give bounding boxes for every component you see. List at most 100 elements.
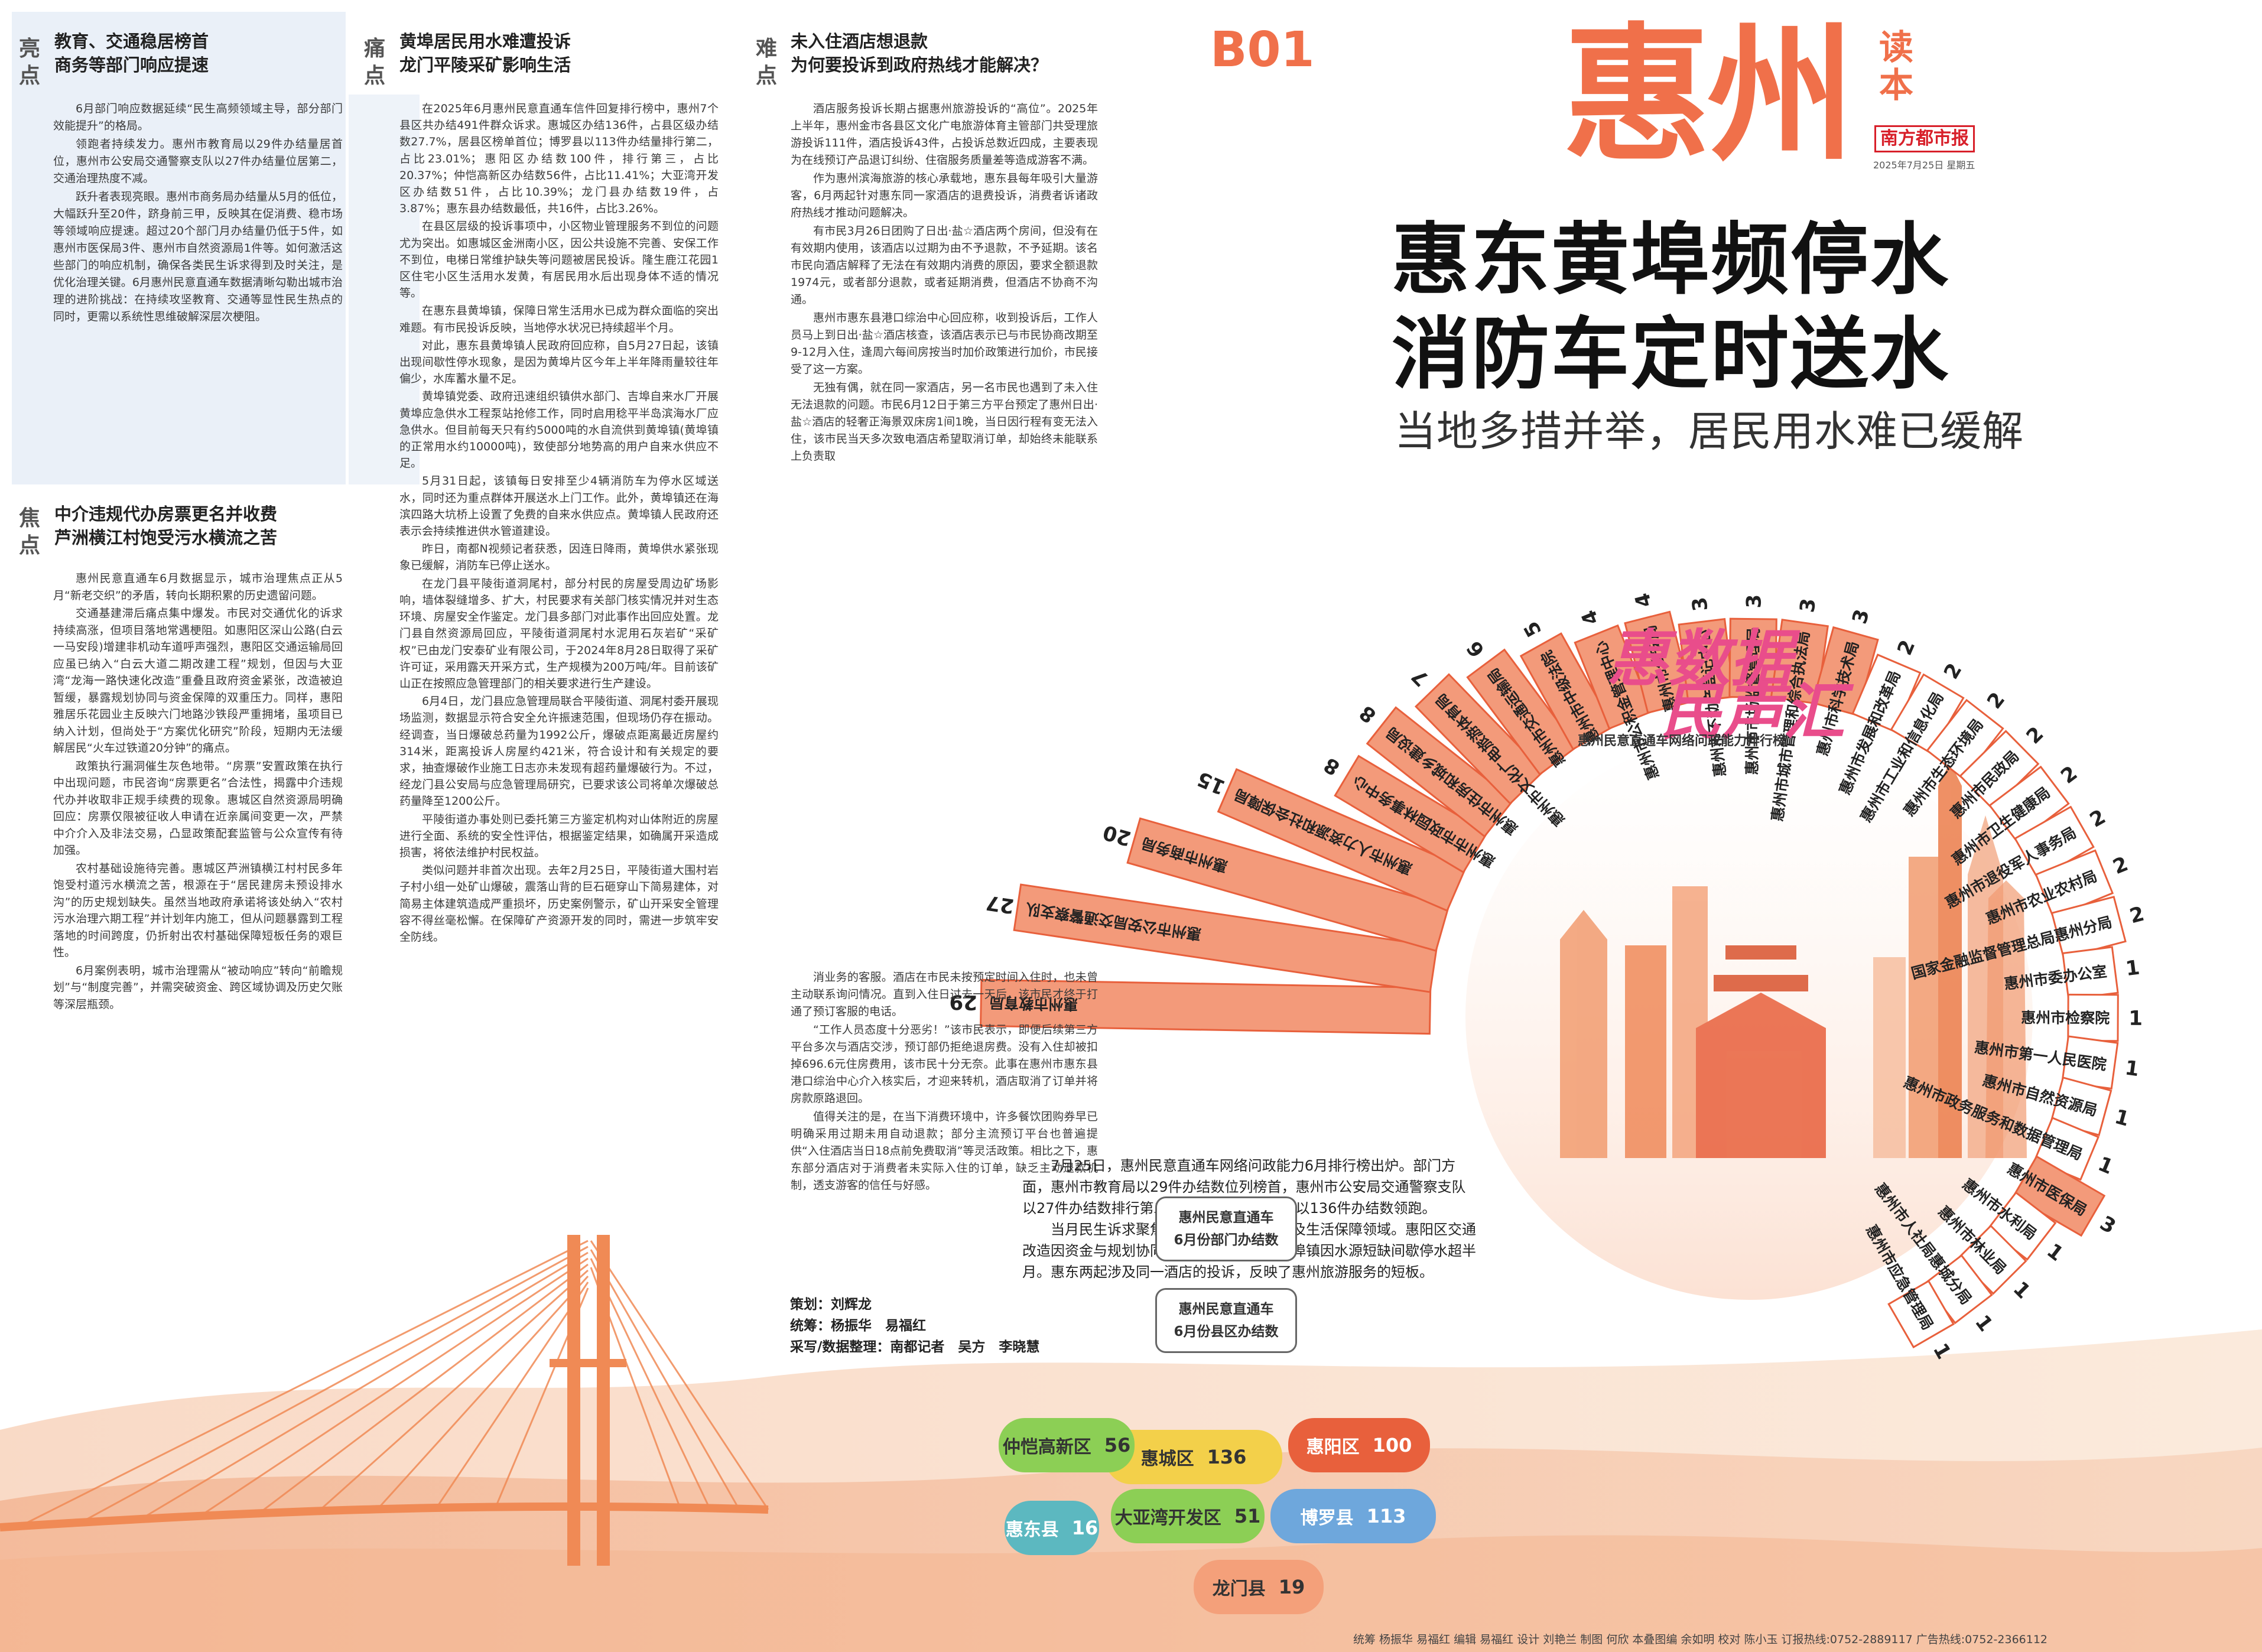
feature-title: 惠数据: [1607, 623, 1792, 695]
chart-value-label: 29: [949, 990, 977, 1014]
title-line: 为何要投诉到政府热线才能解决？: [791, 55, 1048, 75]
county-value: 19: [1278, 1576, 1305, 1598]
paragraph: 值得关注的是，在当下消费环境中，许多餐饮团购券早已明确采用过期未用自动退款；部分…: [791, 1110, 1098, 1192]
chart-value-label: 3: [1848, 607, 1874, 627]
left-tint-mid: [349, 95, 420, 484]
label-line: 6月份县区办结数: [1174, 1324, 1279, 1339]
county-bubble: 大亚湾开发区 51: [1111, 1489, 1265, 1543]
chart-value-label: 1: [2124, 1056, 2141, 1081]
section-tag-nandian: 难点: [755, 37, 777, 88]
chart-value-label: 3: [1688, 596, 1713, 612]
chart-value-label: 8: [1320, 753, 1344, 780]
paragraph: 5月31日起，该镇每日安排至少4辆消防车为停水区域送水，同时还为重点群体开展送水…: [399, 474, 719, 538]
chart-value-label: 20: [1100, 820, 1133, 850]
chart-value-label: 2: [2110, 852, 2131, 879]
paragraph: 无独有偶，就在同一家酒店，另一名市民也遇到了未入住无法退款的问题。市民6月12日…: [791, 381, 1098, 463]
subheadline: 当地多措并举，居民用水难已缓解: [1395, 407, 2024, 456]
label-line: 6月份部门办结数: [1174, 1233, 1279, 1248]
paragraph: 6月案例表明，城市治理需从“被动响应”转向“前瞻规划”与“制度完善”，并需突破资…: [53, 964, 343, 1011]
chart-bar: [1013, 883, 1438, 993]
chart-value-label: 1: [2008, 1277, 2035, 1303]
title-line: 未入住酒店想退款: [791, 31, 928, 51]
paragraph: 农村基础设施待完善。惠城区芦洲镇横江村村民多年饱受村道污水横流之苦，根源在于“居…: [53, 861, 343, 960]
paragraph: 消业务的客服。酒店在市民未按预定时间入住时，也未曾主动联系询问情况。直到入住日过…: [791, 971, 1098, 1018]
county-name: 博罗县: [1300, 1508, 1354, 1529]
county-name: 惠阳区: [1306, 1437, 1360, 1458]
title-line: 龙门平陵采矿影响生活: [399, 55, 571, 75]
article-nandian-cont: 消业务的客服。酒店在市民未按预定时间入住时，也未曾主动联系询问情况。直到入住日过…: [791, 969, 1098, 1195]
chart-bar: [1334, 755, 1488, 874]
paragraph: 昨日，南都N视频记者获悉，因连日降雨，黄埠供水紧张现象已缓解，消防车已停止送水。: [399, 542, 719, 573]
county-name: 大亚湾开发区: [1114, 1508, 1221, 1529]
chart-value-label: 3: [1795, 597, 1821, 614]
chart-bar-label: 惠州市教育局: [989, 994, 1078, 1013]
chart-value-label: 1: [2112, 1105, 2131, 1131]
chart-value-label: 7: [1407, 664, 1434, 691]
bridge-icon: [0, 1235, 769, 1566]
chart-value-label: 2: [2022, 722, 2048, 749]
section-tag-tongdian: 痛点: [363, 37, 385, 88]
chart-bar: [1887, 1280, 1955, 1349]
masthead-section: 读本: [1879, 27, 1914, 105]
chart-bar: [979, 978, 1432, 1035]
chart-value-label: 4: [1577, 607, 1604, 629]
chart-value-label: 2: [2086, 805, 2110, 832]
newspaper-logo: 南方都市报: [1874, 125, 1975, 152]
paragraph: 对此，惠东县黄埠镇人民政府回应称，自5月27日起，该镇出现间歇性停水现象，是因为…: [399, 339, 719, 386]
article-tongdian: 在2025年6月惠州民意直通车信件回复排行榜中，惠州7个县区共办结491件群众诉…: [399, 100, 719, 947]
chart-value-label: 1: [1970, 1310, 1997, 1336]
chart-value-label: 5: [1519, 617, 1546, 640]
masthead-city: 惠州: [1563, 8, 1855, 181]
chart-value-label: 1: [2095, 1152, 2117, 1179]
headline-line1: 惠东黄埠频停水: [1392, 214, 1950, 305]
paragraph: “工作人员态度十分恶劣！”该市民表示，即便后续第三方平台多次与酒店交涉，预订部仍…: [791, 1023, 1098, 1105]
feature-caption: 惠州民意直通车网络问政能力排行榜: [1578, 734, 1786, 749]
section-tag-jiaodian: 焦点: [18, 506, 40, 558]
chart-value-label: 6: [1462, 636, 1489, 662]
chart-value-label: 2: [2127, 902, 2147, 929]
chart-value-label: 3: [1743, 594, 1766, 609]
chart-value-label: 15: [1194, 766, 1228, 799]
paragraph: 在惠东县黄埠镇，保障日常生活用水已成为群众面临的突出难题。有市民投诉反映，当地停…: [399, 304, 719, 334]
article-liangdian: 6月部门响应数据延续“民生高频领域主导，部分部门效能提升”的格局。领跑者持续发力…: [53, 100, 343, 327]
paragraph: 有市民3月26日团购了日出·盐☆酒店两个房间，但没有在有效期内使用，该酒店以过期…: [791, 225, 1098, 306]
credits: 策划：刘辉龙 统筹：杨振华 易福红 采写/数据整理：南都记者 吴方 李晓慧: [790, 1294, 1044, 1358]
chart-value-label: 4: [1630, 590, 1657, 610]
paragraph: 在县区层级的投诉事项中，小区物业管理服务不到位的问题尤为突出。如惠城区金洲南小区…: [399, 220, 719, 300]
paragraph: 平陵街道办事处则已委托第三方鉴定机构对山体附近的房屋进行全面、系统的安全性评估，…: [399, 812, 719, 859]
chart-value-label: 1: [2128, 1007, 2143, 1030]
title-line: 黄埠居民用水难遭投诉: [399, 31, 571, 51]
county-value: 51: [1234, 1505, 1261, 1527]
credit-line: 策划：刘辉龙: [790, 1297, 872, 1312]
chart-value-label: 1: [2042, 1239, 2068, 1266]
footer-credits: 统筹 杨振华 易福红 编辑 易福红 设计 刘艳兰 制图 何欣 本叠图编 余如明 …: [1353, 1633, 2048, 1646]
headline-line2: 消防车定时送水: [1392, 309, 1950, 400]
dept-chart-label: 惠州民意直通车 6月份部门办结数: [1155, 1196, 1297, 1261]
chart-value-label: 8: [1355, 701, 1380, 728]
chart-bar: [1414, 673, 1545, 805]
county-chart-label: 惠州民意直通车 6月份县区办结数: [1155, 1288, 1297, 1353]
label-line: 惠州民意直通车: [1178, 1210, 1274, 1225]
title-line: 中介违规代办房票更名并收费: [54, 504, 278, 524]
county-value: 136: [1207, 1446, 1247, 1468]
county-value: 16: [1071, 1517, 1098, 1539]
credit-line: 采写/数据整理：南都记者 吴方 李晓慧: [790, 1339, 1040, 1355]
paragraph: 6月部门响应数据延续“民生高频领域主导，部分部门效能提升”的格局。: [53, 102, 343, 132]
paragraph: 酒店服务投诉长期占据惠州旅游投诉的“高位”。2025年上半年，惠州金市各县区文化…: [791, 102, 1098, 167]
chart-value-label: 2: [1982, 688, 2010, 713]
label-line: 惠州民意直通车: [1178, 1302, 1274, 1317]
title-line: 芦洲横江村饱受污水横流之苦: [54, 528, 278, 548]
paragraph: 在龙门县平陵街道洞尾村，部分村民的房屋受周边矿场影响，墙体裂缝增多、扩大，村民要…: [399, 577, 719, 690]
chart-value-label: 3: [2096, 1211, 2120, 1238]
section-title-jiaodian: 中介违规代办房票更名并收费 芦洲横江村饱受污水横流之苦: [54, 502, 344, 549]
paragraph: 惠州市惠东县港口综治中心回应称，收到投诉后，工作人员马上到日出·盐☆酒店核查，该…: [791, 311, 1098, 376]
chart-value-label: 2: [2056, 762, 2082, 789]
title-line: 商务等部门响应提速: [54, 55, 209, 75]
article-nandian: 酒店服务投诉长期占据惠州旅游投诉的“高位”。2025年上半年，惠州金市各县区文化…: [791, 100, 1098, 466]
chart-bar: [1126, 817, 1450, 952]
